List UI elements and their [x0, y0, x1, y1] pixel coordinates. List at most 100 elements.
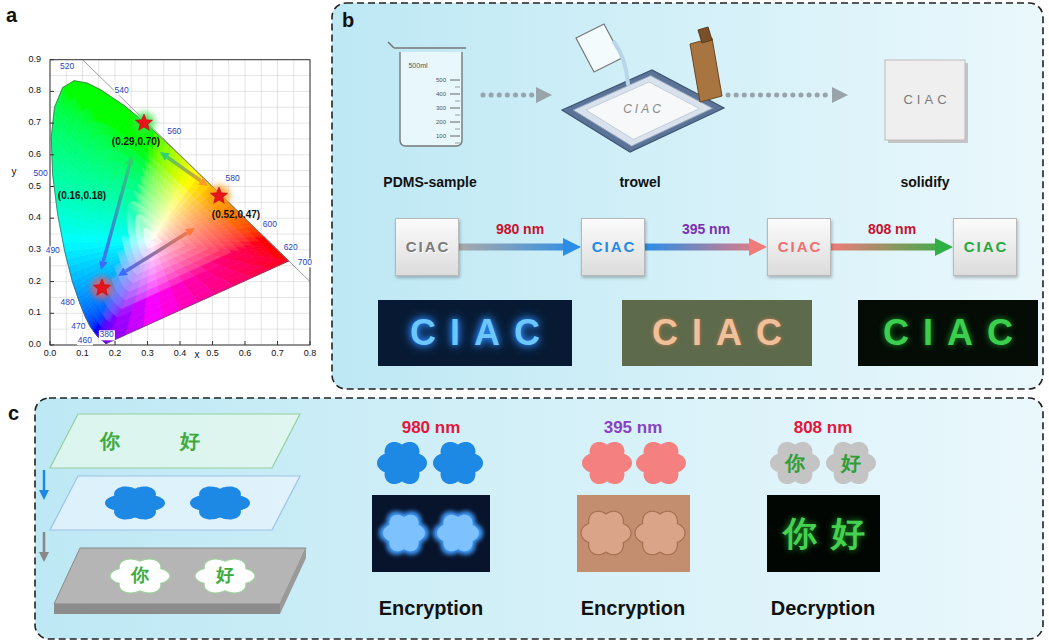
axis-tick-label: 0.0: [44, 349, 57, 359]
axis-tick-label: 0.4: [174, 349, 187, 359]
trowel-handle: [698, 27, 712, 43]
node-text: 你: [783, 515, 817, 552]
sample-box: CIAC: [395, 218, 459, 276]
axis-tick: [50, 186, 54, 187]
node-text: CIAC: [396, 313, 554, 353]
star-marker: [210, 187, 227, 203]
volume-tick: [455, 129, 460, 130]
beaker-body: [400, 52, 462, 146]
photo-panel: CIAC: [622, 300, 812, 366]
axis-tick: [50, 154, 54, 155]
wavelength-heading: 980 nm: [402, 419, 461, 438]
stack-arrow: [43, 470, 46, 490]
wavelength-label: 560: [166, 127, 182, 136]
wavelength-label: 580: [224, 174, 240, 183]
cloud-window: [195, 559, 255, 593]
state-caption: Encryption: [581, 597, 685, 619]
blue-flower: [377, 442, 427, 484]
middle-layer: [50, 476, 300, 530]
axis-tick: [50, 313, 54, 314]
axis-tick: [50, 218, 54, 219]
axis-tick-label: 0.3: [141, 349, 154, 359]
grid-line: [50, 329, 310, 330]
axis-tick: [50, 59, 54, 60]
glowing-flower: [635, 511, 685, 554]
coordinate-label: (0.29,0.70): [112, 136, 160, 147]
color-cell: [148, 241, 152, 250]
node-text: CIAC: [962, 239, 1009, 256]
star-marker: [135, 114, 152, 130]
spectral-locus: [51, 81, 289, 344]
volume-mark: 500ml: [408, 62, 427, 70]
volume-tick: [450, 136, 460, 137]
edge-label: 808 nm: [868, 222, 916, 237]
volume-mark: 400: [436, 91, 446, 98]
photo-panel: CIAC: [378, 300, 572, 366]
node-text: CIAC: [869, 313, 1027, 353]
node-text: 好: [831, 515, 865, 552]
double-arrow: [167, 157, 200, 181]
wavelength-label: 520: [59, 62, 75, 71]
glowing-flower: [379, 511, 429, 554]
step-caption: solidify: [900, 175, 949, 190]
color-cell: [160, 238, 169, 240]
axis-tick: [50, 281, 54, 282]
axis-tick-label: 0.1: [76, 349, 89, 359]
node-text: 好: [841, 452, 861, 474]
axis-tick: [277, 341, 278, 345]
blue-flower: [433, 442, 483, 484]
volume-tick: [450, 94, 460, 95]
wavelength-label: 380: [98, 331, 114, 340]
base-layer-edge: [54, 604, 280, 614]
connector-arrow: [483, 93, 536, 98]
layer-text: 你: [100, 430, 120, 452]
sample-box: CIAC: [581, 218, 645, 276]
wavelength-label: 600: [262, 220, 278, 229]
cloud-window: [110, 559, 170, 593]
axis-title: x: [195, 349, 200, 360]
double-arrow: [126, 233, 188, 271]
process-illustration: [388, 24, 968, 152]
volume-tick: [450, 108, 460, 109]
connector-arrow: [459, 244, 563, 251]
flower-shape: [770, 442, 820, 484]
wavelength-heading: 808 nm: [794, 419, 853, 438]
wavelength-heading: 395 nm: [604, 419, 663, 438]
color-cell: [122, 241, 130, 244]
sample-box: CIAC: [767, 218, 831, 276]
axis-tick: [50, 123, 54, 124]
axis-tick-label: 0.6: [28, 150, 41, 160]
step-caption: trowel: [619, 175, 660, 190]
layer-text: 你: [131, 566, 149, 586]
color-cell: [194, 289, 216, 302]
process-step: CIACtrowel: [552, 28, 728, 190]
axis-tick: [180, 341, 181, 345]
star-glow: [133, 112, 155, 134]
color-cell: [161, 239, 171, 240]
volume-mark: 300: [436, 105, 446, 112]
color-cell: [115, 241, 123, 245]
layer-illustration: [44, 414, 690, 614]
axis-tick-label: 0.7: [28, 118, 41, 128]
axis-title: y: [12, 165, 17, 176]
stencil-sheet: [573, 76, 712, 147]
panel-letter: b: [342, 9, 354, 31]
photo-panel: CIAC: [858, 300, 1038, 366]
photo-panel: [372, 495, 490, 572]
layer-text: 好: [180, 430, 200, 452]
blue-flower: [190, 487, 250, 520]
axis-tick: [147, 341, 148, 345]
pink-flower: [636, 442, 686, 484]
layer-text: 好: [216, 566, 234, 586]
glowing-flower: [581, 511, 631, 554]
panel-frame: [35, 398, 1043, 639]
base-layer: [54, 548, 306, 604]
panel-letter: c: [8, 402, 19, 424]
double-arrow: [103, 165, 129, 262]
state-caption: Encryption: [379, 597, 483, 619]
process-step: PDMS-sample: [377, 30, 483, 190]
node-text: CIAC: [899, 93, 950, 107]
flower-shape: 好: [825, 439, 877, 487]
solid-sample: [885, 60, 965, 140]
